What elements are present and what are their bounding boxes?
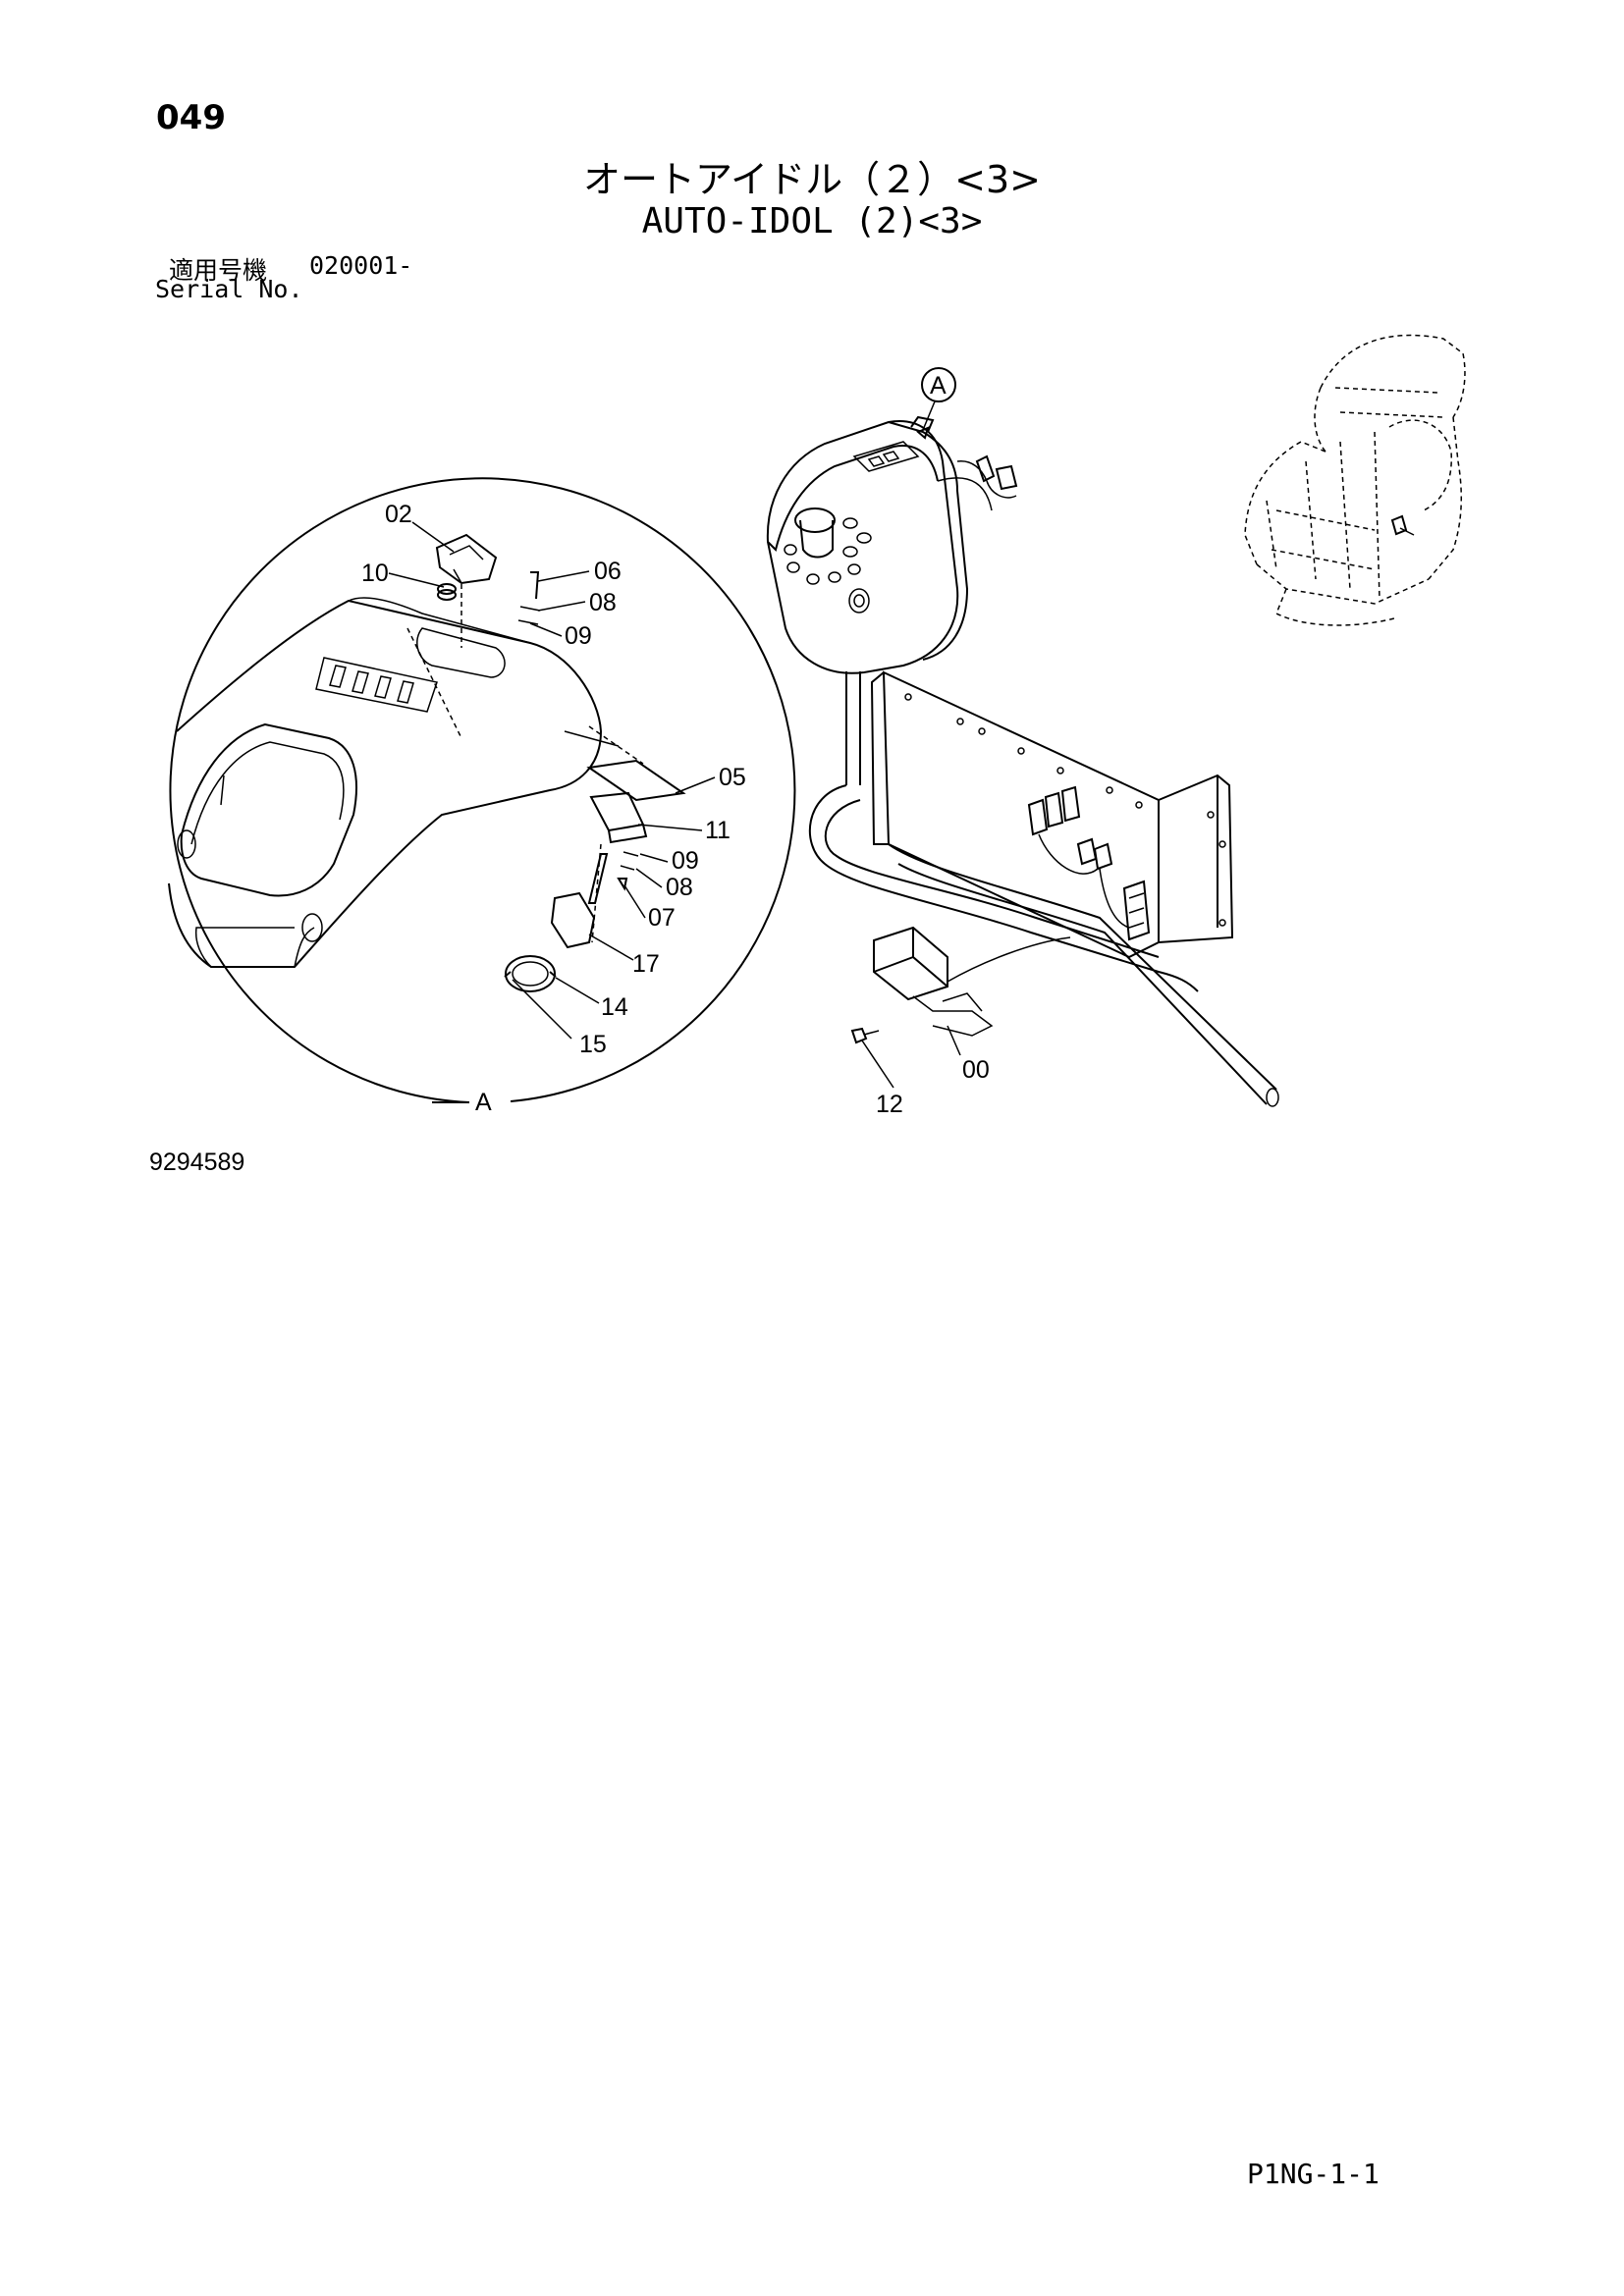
part-label-15: 15 — [579, 1031, 607, 1058]
part-label-12: 12 — [876, 1091, 903, 1118]
exploded-parts — [435, 533, 686, 992]
part-label-11: 11 — [705, 817, 731, 844]
seat-location-sketch — [1244, 334, 1466, 626]
part-label-17: 17 — [632, 950, 660, 978]
callout-a-label: A — [930, 372, 947, 400]
sheet-code: P1NG-1-1 — [1247, 2158, 1380, 2190]
part-label-09-bottom: 09 — [672, 847, 699, 875]
part-label-09-top: 09 — [565, 622, 592, 650]
serial-label-japanese: 適用号機 — [169, 256, 268, 285]
part-label-06: 06 — [594, 558, 622, 585]
part-label-05: 05 — [719, 764, 746, 791]
serial-label-english: Serial No. — [155, 275, 303, 303]
part-label-10: 10 — [361, 560, 389, 587]
part-label-14: 14 — [601, 993, 628, 1021]
drawing-number: 9294589 — [149, 1148, 245, 1176]
console-assembly: A — [766, 367, 1279, 1107]
parts-diagram: A — [168, 334, 1466, 1118]
part-label-07: 07 — [648, 904, 676, 932]
title-english: AUTO-IDOL (2)<3> — [641, 201, 983, 241]
armrest-console — [168, 597, 620, 968]
serial-value: 020001- — [309, 251, 413, 280]
part-label-02: 02 — [385, 501, 412, 528]
page-number: 049 — [156, 98, 226, 137]
detail-view-a: A — [168, 477, 796, 1116]
leader-12 — [861, 1040, 894, 1089]
title-japanese: オートアイドル（２）<3> — [583, 158, 1041, 201]
part-label-00: 00 — [962, 1056, 990, 1084]
leader-lines — [388, 521, 716, 1040]
part-label-08-bottom: 08 — [666, 874, 693, 901]
part-label-08-top: 08 — [589, 589, 617, 616]
detail-ref-label: A — [475, 1089, 492, 1116]
leader-00 — [947, 1025, 961, 1056]
